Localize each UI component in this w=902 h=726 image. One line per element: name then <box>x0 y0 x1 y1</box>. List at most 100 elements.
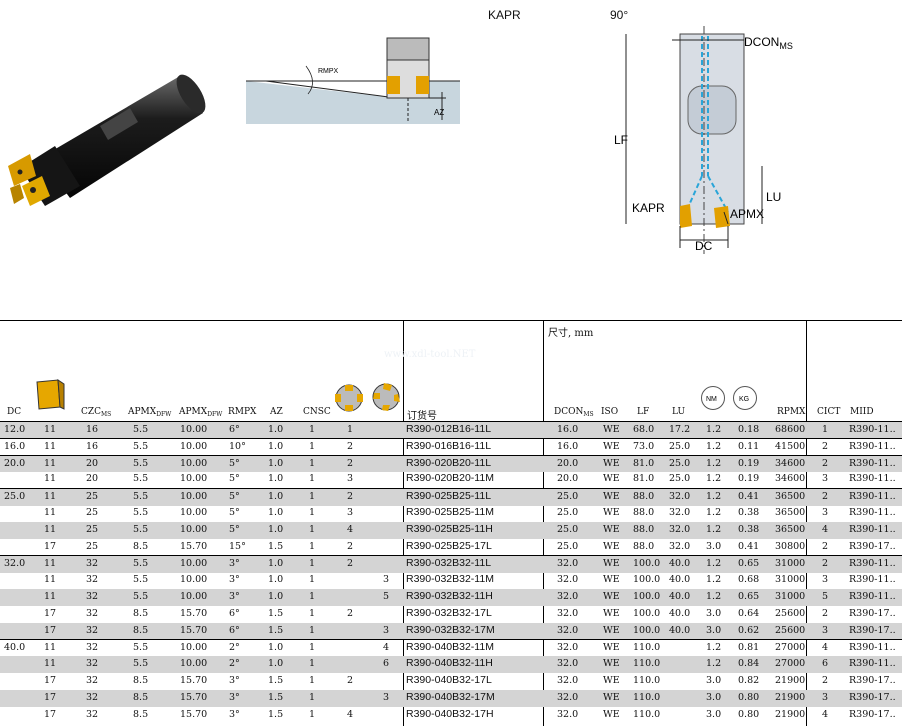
dc-label: DC <box>695 239 713 253</box>
cell-dcon: 25.0 <box>557 540 579 552</box>
cell-dcon: 32.0 <box>557 558 579 570</box>
hdr-az: AZ <box>270 407 283 417</box>
cell-ins: 11 <box>44 424 57 435</box>
cell-lu: 25.0 <box>669 473 691 485</box>
cell-rmpx: 3° <box>229 574 240 586</box>
cell-apmx2: 15.70 <box>180 691 208 703</box>
cell-dcon: 20.0 <box>557 473 579 485</box>
cell-czc: 32 <box>86 558 99 570</box>
cell-lf: 73.0 <box>633 440 655 452</box>
cell-az: 1.0 <box>268 591 284 602</box>
cell-nm: 1.2 <box>706 424 722 435</box>
cell-czc: 32 <box>86 574 99 586</box>
cell-cnsc: 1 <box>309 708 316 720</box>
cell-apmx2: 10.00 <box>180 658 208 670</box>
cell-cnsc: 1 <box>309 658 316 670</box>
cell-cnsc: 1 <box>309 424 316 435</box>
cell-nm: 1.2 <box>706 574 722 586</box>
cell-lu: 32.0 <box>669 491 691 503</box>
cell-rpmx: 36500 <box>775 507 806 518</box>
cell-cict: 2 <box>822 607 829 619</box>
cell-cict: 3 <box>822 691 829 703</box>
cell-miid: R390-11.. <box>849 574 896 586</box>
cell-miid: R390-11.. <box>849 440 896 452</box>
cell-miid: R390-11.. <box>849 491 896 503</box>
cell-code: R390-032B32-17L <box>406 606 492 619</box>
cell-apmx2: 10.00 <box>180 558 208 570</box>
cell-ins: 11 <box>44 440 57 452</box>
cell-cict: 4 <box>822 523 829 535</box>
cell-cict: 4 <box>822 708 829 720</box>
hdr-cict: CICT <box>817 407 841 417</box>
cell-code: R390-040B32-11H <box>406 657 493 670</box>
cell-lf: 88.0 <box>633 540 655 552</box>
cell-kg: 0.65 <box>738 591 760 602</box>
cell-iso: WE <box>603 574 620 586</box>
unit-icons: NM KG <box>701 386 757 410</box>
kapr-diagram-label: KAPR <box>632 201 665 215</box>
cell-code: R390-012B16-11L <box>406 423 492 435</box>
cell-lf: 68.0 <box>633 424 655 435</box>
cell-kg: 0.65 <box>738 558 760 570</box>
cell-nm: 3.0 <box>706 691 722 703</box>
cell-lf: 81.0 <box>633 473 655 485</box>
cell-kg: 0.19 <box>738 457 760 469</box>
cell-az: 1.5 <box>268 708 284 720</box>
kapr-label: KAPR <box>488 8 521 22</box>
cell-rpmx: 25600 <box>775 624 806 636</box>
cell-ins: 17 <box>44 540 57 552</box>
cell-lf: 110.0 <box>633 675 661 686</box>
cell-nm: 3.0 <box>706 624 722 636</box>
cell-c4: 6 <box>383 658 390 670</box>
cell-lu: 25.0 <box>669 440 691 452</box>
cell-iso: WE <box>603 624 620 636</box>
watermark: www.xdl-tool.NET <box>384 349 476 360</box>
cell-ins: 11 <box>44 473 57 485</box>
rmpx-diagram-label: RMPX <box>318 68 339 75</box>
cell-code: R390-020B20-11L <box>406 456 492 469</box>
cell-code: R390-040B32-17H <box>406 707 494 720</box>
cell-rmpx: 3° <box>229 691 240 703</box>
cell-apmx2: 10.00 <box>180 507 208 518</box>
cell-code: R390-040B32-17M <box>406 690 495 703</box>
cell-c2: 3 <box>347 473 354 485</box>
cell-dc: 32.0 <box>4 558 26 570</box>
cell-apmx2: 15.70 <box>180 624 208 636</box>
cell-dcon: 32.0 <box>557 708 579 720</box>
dcon-label: DCONMS <box>744 35 793 51</box>
cell-cnsc: 1 <box>309 558 316 570</box>
cell-iso: WE <box>603 642 620 654</box>
cell-cnsc: 1 <box>309 457 316 469</box>
cell-lu: 32.0 <box>669 540 691 552</box>
cell-az: 1.5 <box>268 624 284 636</box>
cell-az: 1.0 <box>268 424 284 435</box>
cell-lf: 100.0 <box>633 607 661 619</box>
cell-dcon: 25.0 <box>557 491 579 503</box>
cell-lu: 40.0 <box>669 591 691 602</box>
cell-apmx2: 10.00 <box>180 473 208 485</box>
cell-c4: 4 <box>383 642 390 654</box>
cell-lu: 17.2 <box>669 424 691 435</box>
cell-apmx2: 10.00 <box>180 574 208 586</box>
cell-apmx2: 15.70 <box>180 540 208 552</box>
cell-rpmx: 27000 <box>775 658 806 670</box>
nm-icon: NM <box>706 396 717 403</box>
cell-czc: 32 <box>86 642 99 654</box>
cell-rmpx: 6° <box>229 607 240 619</box>
insert-icon <box>36 379 65 410</box>
cell-czc: 32 <box>86 591 99 602</box>
cell-code: R390-025B25-11H <box>406 522 493 535</box>
cell-c4: 3 <box>383 624 390 636</box>
cell-dcon: 32.0 <box>557 574 579 586</box>
cell-nm: 3.0 <box>706 607 722 619</box>
kg-icon: KG <box>739 396 749 403</box>
cell-ins: 11 <box>44 507 57 518</box>
hdr-lu: LU <box>672 407 686 417</box>
cell-cict: 2 <box>822 440 829 452</box>
cell-rmpx: 5° <box>229 507 240 518</box>
lu-label: LU <box>766 190 781 204</box>
